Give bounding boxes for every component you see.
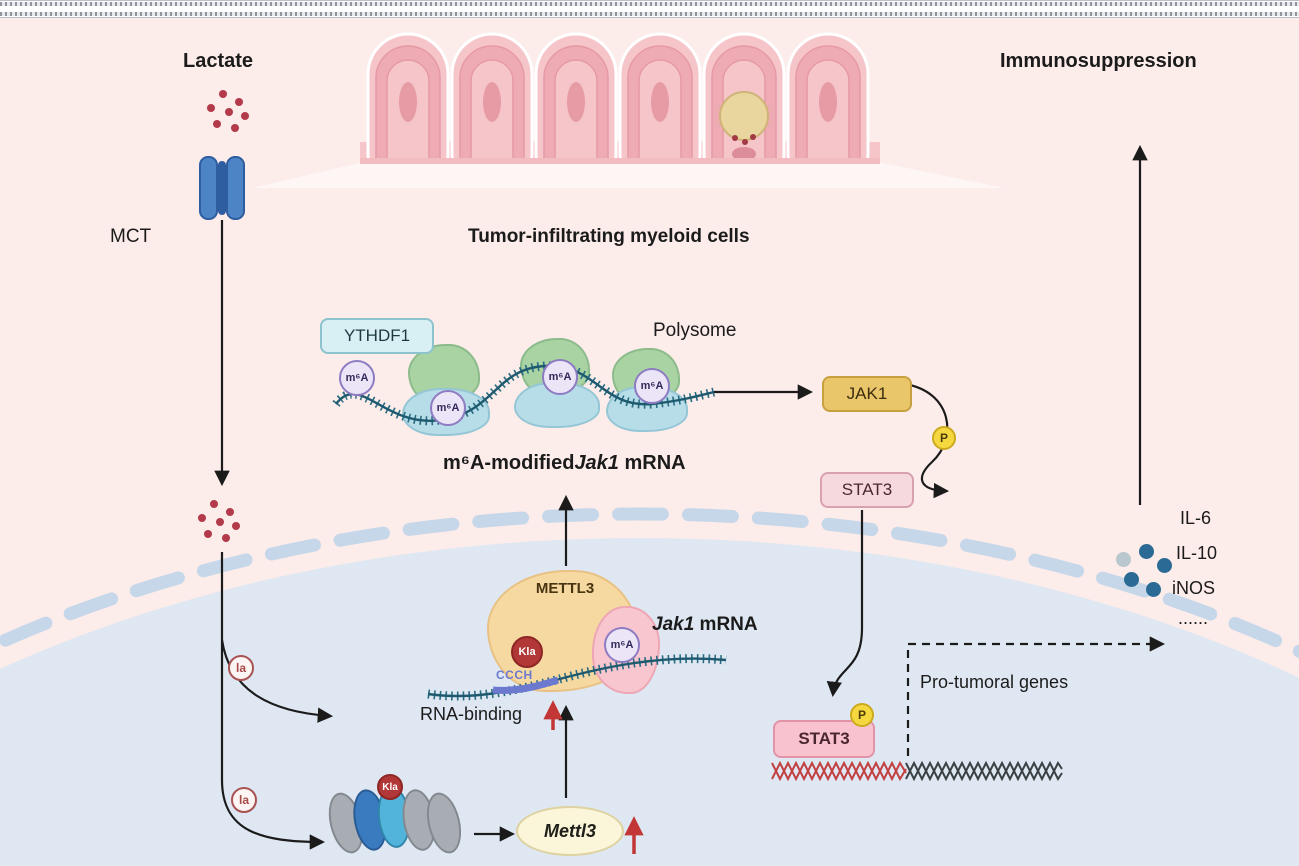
immunosuppression-label: Immunosuppression: [1000, 50, 1197, 72]
lactate-dot-icon: [231, 124, 239, 132]
kla-badge: Kla: [377, 774, 403, 800]
m6a-modified-mrna-label: m⁶A-modifiedJak1 mRNA: [443, 452, 686, 475]
intestinal-crypt: [534, 32, 618, 164]
lactate-dot-icon: [207, 104, 215, 112]
cell-type-label: Tumor-infiltrating myeloid cells: [468, 226, 750, 247]
ythdf1-chip: YTHDF1: [320, 318, 434, 354]
m6a-modified-gene: Jak1: [574, 452, 619, 474]
pro-tumoral-genes-label: Pro-tumoral genes: [920, 672, 1069, 692]
lactate-dot-icon: [222, 534, 230, 542]
cytokine-dot-icon: [1157, 558, 1172, 573]
mct-channel-left: [199, 156, 218, 220]
la-badge: la: [231, 787, 257, 813]
cytokine-dot-icon: [1116, 552, 1131, 567]
cytokine-dot-icon: [1146, 582, 1161, 597]
cell-membrane: [0, 0, 1299, 18]
membrane-inner-leaflet: [0, 12, 1299, 16]
intestinal-crypt: [786, 32, 870, 164]
lactate-dot-icon: [213, 120, 221, 128]
intestinal-crypt: [618, 32, 702, 164]
lactate-dots-extracellular: [205, 90, 255, 136]
cytokine-dot-icon: [1139, 544, 1154, 559]
lactate-dots-cytoplasm: [196, 500, 246, 546]
lactate-dot-icon: [241, 112, 249, 120]
mct-channel-pore: [218, 161, 226, 215]
m6a-badge: m⁶A: [634, 368, 670, 404]
lactate-dot-icon: [198, 514, 206, 522]
lactate-dot-icon: [216, 518, 224, 526]
mct-channel-right: [226, 156, 245, 220]
m6a-badge: m⁶A: [604, 627, 640, 663]
intestinal-crypt: [450, 32, 534, 164]
nucleus: [0, 538, 1299, 866]
jak1-mrna-gene: Jak1: [652, 614, 695, 635]
mct-transporter-icon: [198, 156, 246, 220]
m6a-badge: m⁶A: [430, 390, 466, 426]
lactate-dot-icon: [235, 98, 243, 106]
cytokine-label-ellipsis: ......: [1178, 608, 1209, 628]
lactate-dot-icon: [219, 90, 227, 98]
mct-label: MCT: [110, 226, 152, 247]
intestine-illustration: [360, 32, 880, 164]
mettl3-gene-ellipse: Mettl3: [516, 806, 624, 856]
lactate-dot-icon: [226, 508, 234, 516]
polysome-label: Polysome: [653, 320, 737, 341]
lactate-dot-icon: [204, 530, 212, 538]
cytokine-label-il10: IL-10: [1176, 543, 1218, 563]
intestinal-crypt-with-tumor: [702, 32, 786, 164]
m6a-modified-prefix: m⁶A-modified: [443, 452, 575, 474]
m6a-badge: m⁶A: [542, 359, 578, 395]
jak1-chip: JAK1: [822, 376, 912, 412]
rna-binding-label: RNA-binding: [420, 704, 523, 724]
intestinal-crypt: [366, 32, 450, 164]
dna-strand: [905, 760, 1063, 782]
stat3-chip: STAT3: [820, 472, 914, 508]
cytokine-label-inos: iNOS: [1172, 578, 1216, 598]
mettl3-label: METTL3: [535, 580, 595, 597]
tumor-mass: [719, 91, 769, 141]
cytokine-dot-icon: [1124, 572, 1139, 587]
phospho-badge: P: [850, 703, 874, 727]
lactate-dot-icon: [210, 500, 218, 508]
projection-beam: [252, 160, 1005, 188]
phospho-badge: P: [932, 426, 956, 450]
ccch-label: CCCH: [496, 668, 533, 682]
cytokine-dots: [1106, 540, 1176, 600]
jak1-mrna-label: Jak1 mRNA: [652, 614, 758, 636]
dna-strand-active: [771, 760, 907, 782]
m6a-badge: m⁶A: [339, 360, 375, 396]
pro-tumoral-genes-dashed-arrow: [906, 636, 1166, 756]
nucleus-envelope: [0, 507, 1299, 659]
kla-badge: Kla: [511, 636, 543, 668]
stat3-nuclear-translocation-arrow: [826, 510, 864, 698]
cytokine-label-il6: IL-6: [1180, 508, 1212, 528]
membrane-outer-leaflet: [0, 2, 1299, 6]
lactate-dot-icon: [232, 522, 240, 530]
jak1-mrna-suffix: mRNA: [694, 614, 758, 635]
lactate-label: Lactate: [183, 50, 254, 72]
lactate-dot-icon: [225, 108, 233, 116]
m6a-modified-suffix: mRNA: [618, 452, 686, 474]
la-badge: la: [228, 655, 254, 681]
